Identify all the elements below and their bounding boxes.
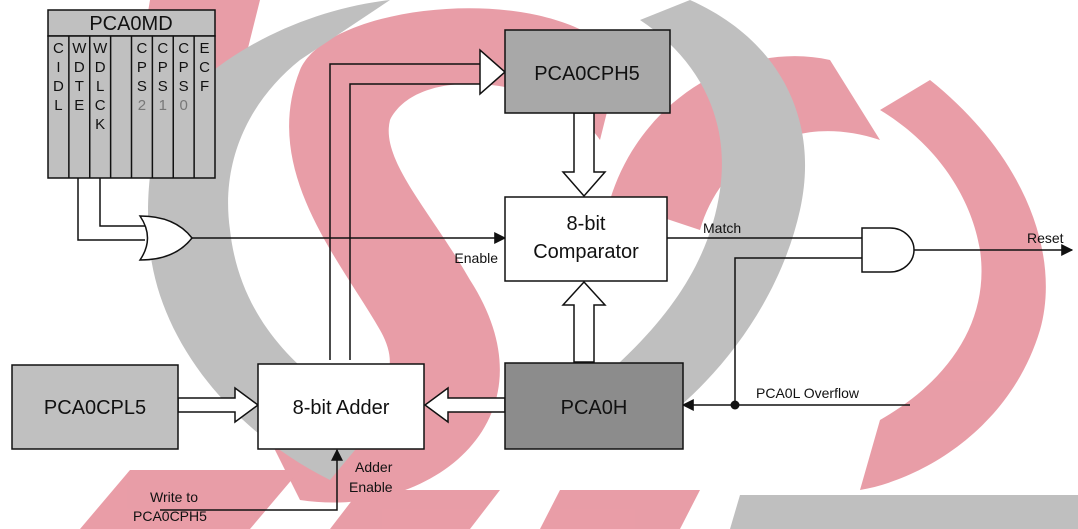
bit-label-cidl: D [53, 78, 64, 95]
bit-label-wdlck: K [95, 116, 105, 133]
adder-block [257, 363, 425, 450]
bit-label-wdte: T [75, 78, 84, 95]
bit-label-wdte: W [72, 40, 87, 57]
bit-label-cps0: 0 [180, 97, 188, 114]
bit-label-ecf: C [199, 59, 210, 76]
bit-label-cps0: S [179, 78, 189, 95]
bit-label-wdlck: W [93, 40, 108, 57]
comparator-block [504, 196, 668, 282]
comparator-label-2: Comparator [533, 241, 639, 263]
bit-label-cps2: S [137, 78, 147, 95]
write-to-label-1: Write to [150, 489, 198, 505]
bit-label-wdte: E [74, 97, 84, 114]
or-gate [138, 215, 193, 261]
bit-label-cps0: P [179, 59, 189, 76]
bit-label-cps1: P [158, 59, 168, 76]
pca0h-block [504, 362, 684, 450]
adder-enable-label-2: Enable [349, 479, 393, 495]
bit-label-cidl: L [54, 97, 62, 114]
bit-label-cidl: I [56, 59, 60, 76]
bit-label-cidl: C [53, 40, 64, 57]
bit-label-cps1: S [158, 78, 168, 95]
pca0cpl5-label: PCA0CPL5 [44, 397, 146, 419]
match-label: Match [703, 220, 741, 236]
junction-dot [730, 400, 740, 410]
bit-label-wdlck: L [96, 78, 104, 95]
and-gate [861, 227, 915, 273]
bit-label-wdlck: C [95, 97, 106, 114]
write-to-label-2: PCA0CPH5 [133, 508, 207, 524]
bit-label-cps2: C [137, 40, 148, 57]
bit-label-wdte: D [74, 59, 85, 76]
reset-label: Reset [1027, 230, 1064, 246]
bus-arrows [177, 48, 607, 424]
wires [77, 63, 1074, 511]
pca0h-label: PCA0H [561, 397, 628, 419]
bit-label-cps2: P [137, 59, 147, 76]
bit-label-cps2: 2 [138, 97, 146, 114]
adder-enable-label-1: Adder [355, 459, 393, 475]
overflow-label: PCA0L Overflow [756, 385, 860, 401]
bit-label-ecf: F [200, 78, 209, 95]
register-title: PCA0MD [89, 13, 172, 35]
bit-label-cps1: 1 [159, 97, 167, 114]
pca0cpl5-block [11, 364, 179, 450]
comparator-label-1: 8-bit [567, 213, 606, 235]
adder-label: 8-bit Adder [293, 397, 390, 419]
pca0cph5-block [504, 29, 671, 114]
bit-label-cps1: C [157, 40, 168, 57]
pca0cph5-label: PCA0CPH5 [534, 63, 640, 85]
enable-label: Enable [454, 250, 498, 266]
bit-label-cps0: C [178, 40, 189, 57]
bit-label-ecf: E [200, 40, 210, 57]
bit-label-wdlck: D [95, 59, 106, 76]
